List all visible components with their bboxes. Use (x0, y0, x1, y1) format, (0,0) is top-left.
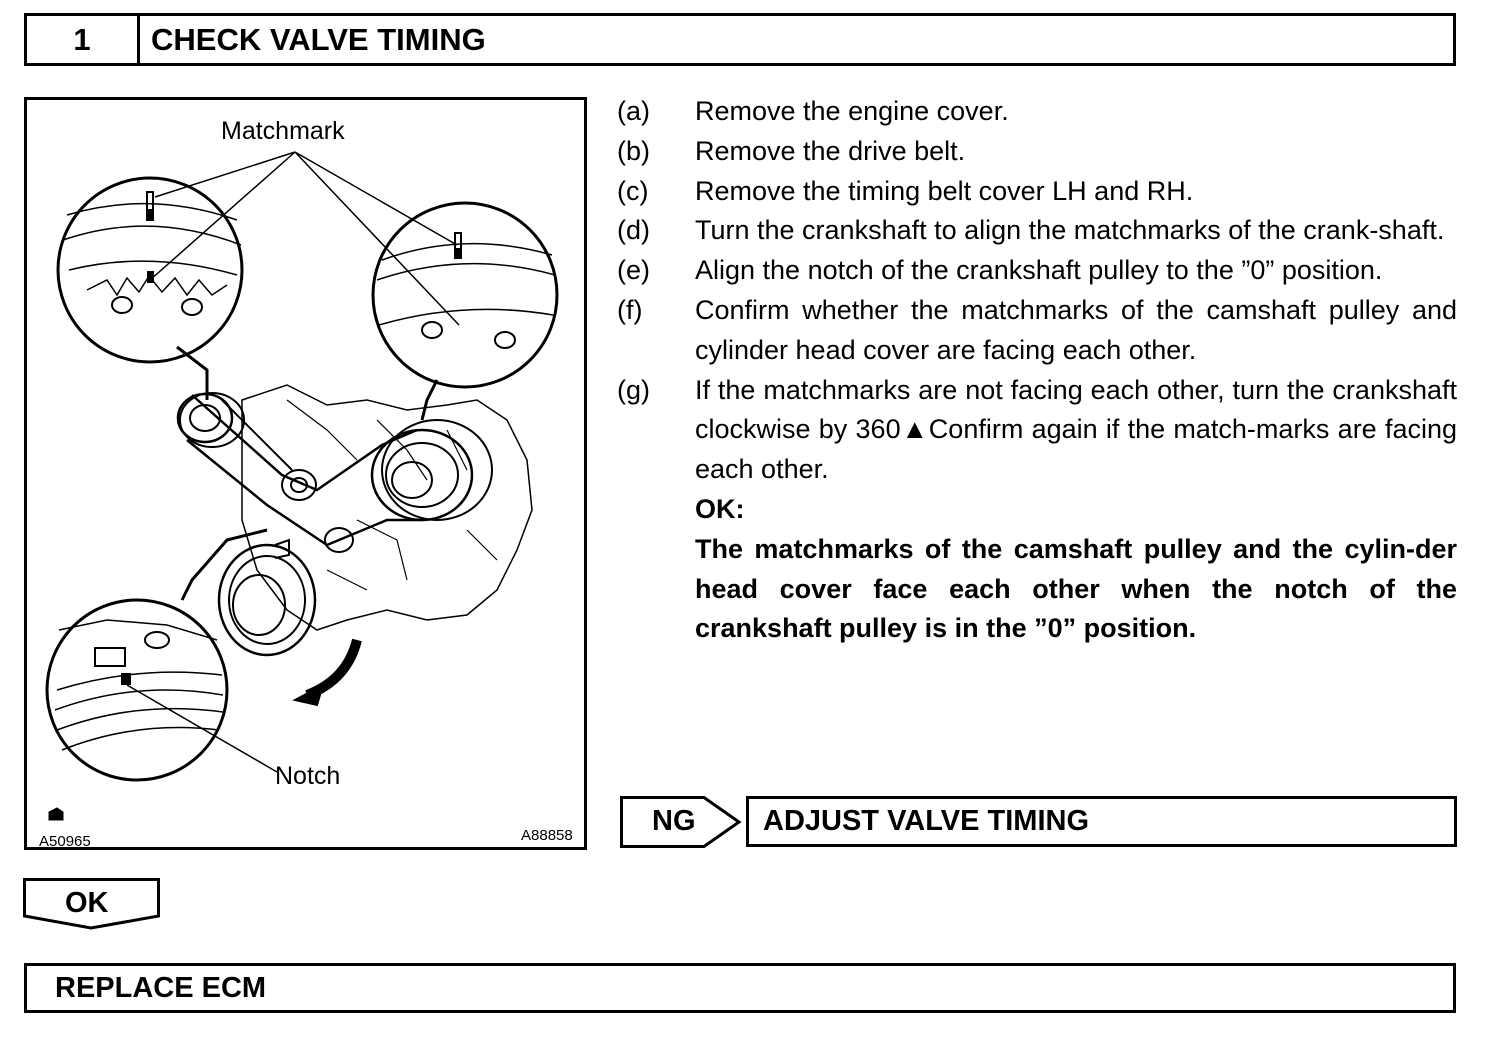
step-letter: (d) (617, 215, 650, 246)
step-number: 1 (27, 16, 140, 63)
step-item: (e) Align the notch of the crankshaft pu… (617, 251, 1457, 291)
step-text: If the matchmarks are not facing each ot… (695, 374, 1457, 485)
step-item: (b) Remove the drive belt. (617, 132, 1457, 172)
ok-condition-label: OK: (695, 493, 745, 524)
step-text: Remove the engine cover. (695, 96, 1009, 126)
ok-condition-text: The matchmarks of the camshaft pulley an… (695, 533, 1457, 644)
step-letter: (b) (617, 135, 650, 166)
step-item: (c) Remove the timing belt cover LH and … (617, 172, 1457, 212)
valve-timing-figure: Matchmark Notch A50965 A88858 (24, 97, 587, 850)
step-text: Remove the timing belt cover LH and RH. (695, 175, 1194, 206)
step-text: Remove the drive belt. (695, 135, 966, 166)
step-text: Align the notch of the crankshaft pulley… (695, 255, 1383, 286)
matchmark-label: Matchmark (221, 117, 345, 145)
ok-condition: OK: The matchmarks of the camshaft pulle… (695, 490, 1457, 649)
final-action-text: REPLACE ECM (55, 972, 267, 1004)
step-letter: (a) (617, 96, 650, 126)
ng-tag-label: NG (652, 805, 696, 837)
final-action-box: REPLACE ECM (24, 963, 1456, 1013)
ng-arrow-shape (620, 796, 742, 848)
ok-branch-tag: OK (23, 878, 160, 935)
ng-result-text: ADJUST VALVE TIMING (763, 805, 1089, 837)
step-item: (a) Remove the engine cover. (617, 92, 1457, 132)
step-item: (d) Turn the crankshaft to align the mat… (617, 211, 1457, 251)
ok-tag-label: OK (65, 887, 109, 919)
ng-result-box: ADJUST VALVE TIMING (746, 796, 1457, 847)
step-header: 1 CHECK VALVE TIMING (24, 13, 1456, 66)
notch-label: Notch (275, 762, 341, 790)
step-text: Confirm whether the matchmarks of the ca… (695, 294, 1457, 365)
engine-illustration (45, 151, 559, 821)
step-letter: (f) (617, 294, 643, 325)
step-letter: (e) (617, 255, 650, 286)
figure-code-right: A88858 (521, 827, 573, 844)
step-item: (f) Confirm whether the matchmarks of th… (617, 291, 1457, 371)
ng-branch-tag: NG (620, 796, 742, 853)
ok-arrow-shape (23, 878, 160, 930)
step-text: Turn the crankshaft to align the matchma… (695, 215, 1445, 246)
step-letter: (c) (617, 175, 649, 206)
step-title: CHECK VALVE TIMING (151, 22, 486, 57)
step-item: (g) If the matchmarks are not facing eac… (617, 371, 1457, 490)
figure-code-left: A50965 (39, 833, 91, 850)
step-letter: (g) (617, 374, 650, 405)
procedure-steps: (a) Remove the engine cover. (b) Remove … (617, 92, 1457, 649)
